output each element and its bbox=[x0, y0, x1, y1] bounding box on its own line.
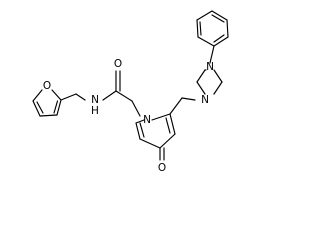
piperazine-ring bbox=[196, 69, 223, 95]
furan-bond-c4-c5-double bbox=[36, 101, 44, 114]
furan-bond-c5-o bbox=[32, 89, 43, 102]
phenyl-bond-6-inner bbox=[213, 34, 225, 43]
furan-bond-c2-c3-double bbox=[53, 100, 59, 114]
furan-bond-c4-c5 bbox=[32, 100, 41, 117]
furan-bond-c3-c4 bbox=[39, 114, 58, 117]
atom-labels: O N H O N O N N bbox=[43, 58, 214, 174]
phenyl-ring bbox=[196, 10, 229, 47]
pyridone-bond-c4-c5 bbox=[139, 138, 161, 149]
bond-pyridone-ch2 bbox=[169, 97, 183, 115]
pyridone-bond-c2-c3 bbox=[169, 113, 176, 135]
phenyl-bond-2-inner bbox=[199, 21, 202, 36]
pyridone-ring bbox=[135, 113, 176, 149]
phenyl-bond-4 bbox=[211, 10, 228, 21]
bond-n-carbonyl-c bbox=[102, 90, 117, 101]
furan-ring bbox=[32, 89, 62, 117]
bond-ch2-n bbox=[75, 93, 86, 101]
piperazine-bond-n4-c5 bbox=[213, 69, 223, 83]
phenyl-bond-3 bbox=[196, 10, 213, 21]
atom-label-amide-h: H bbox=[91, 105, 99, 117]
pyridone-bond-c2-c3-double bbox=[165, 117, 171, 134]
atom-label-piperazine-n4: N bbox=[206, 61, 214, 73]
atom-label-piperazine-n1: N bbox=[201, 94, 209, 106]
bond-ch2-pyridone-n bbox=[131, 100, 141, 117]
phenyl-bond-6 bbox=[213, 36, 229, 47]
pyridone-bond-c6-n bbox=[135, 119, 145, 124]
atom-label-pyridone-n: N bbox=[143, 114, 151, 126]
bond-carbonyl-ch2 bbox=[115, 90, 133, 102]
furan-bond-o-c2 bbox=[51, 89, 62, 101]
piperazine-bond-n1-c2 bbox=[196, 81, 206, 95]
atom-label-amide-n: N bbox=[91, 94, 99, 106]
piperazine-bond-c2-c3 bbox=[196, 69, 206, 83]
bond-furan-ch2 bbox=[60, 93, 77, 101]
piperazine-bond-c5-c6 bbox=[213, 81, 223, 95]
pyridone-bond-n-c2 bbox=[151, 113, 171, 121]
bond-ch2-piperazine-n bbox=[181, 97, 196, 101]
atom-label-furan-o: O bbox=[43, 80, 51, 92]
atom-label-amide-o: O bbox=[114, 58, 122, 70]
pyridone-bond-c3-c4 bbox=[159, 133, 176, 149]
structure-canvas: O N H O N O N N bbox=[32, 10, 229, 174]
molecule-drawing: O N H O N O N N bbox=[32, 10, 229, 174]
phenyl-bond-1 bbox=[197, 36, 215, 47]
atom-label-ketone-o: O bbox=[158, 162, 166, 174]
phenyl-bond-4-inner bbox=[211, 14, 225, 23]
phenyl-bond-5 bbox=[226, 19, 229, 38]
furan-bond-c2-c3 bbox=[56, 99, 62, 116]
pyridone-bond-c5-c6-double bbox=[139, 122, 145, 138]
pyridone-bond-c5-c6 bbox=[135, 122, 141, 140]
phenyl-bond-2 bbox=[196, 19, 199, 38]
bond-piperazine-phenyl bbox=[209, 45, 215, 64]
